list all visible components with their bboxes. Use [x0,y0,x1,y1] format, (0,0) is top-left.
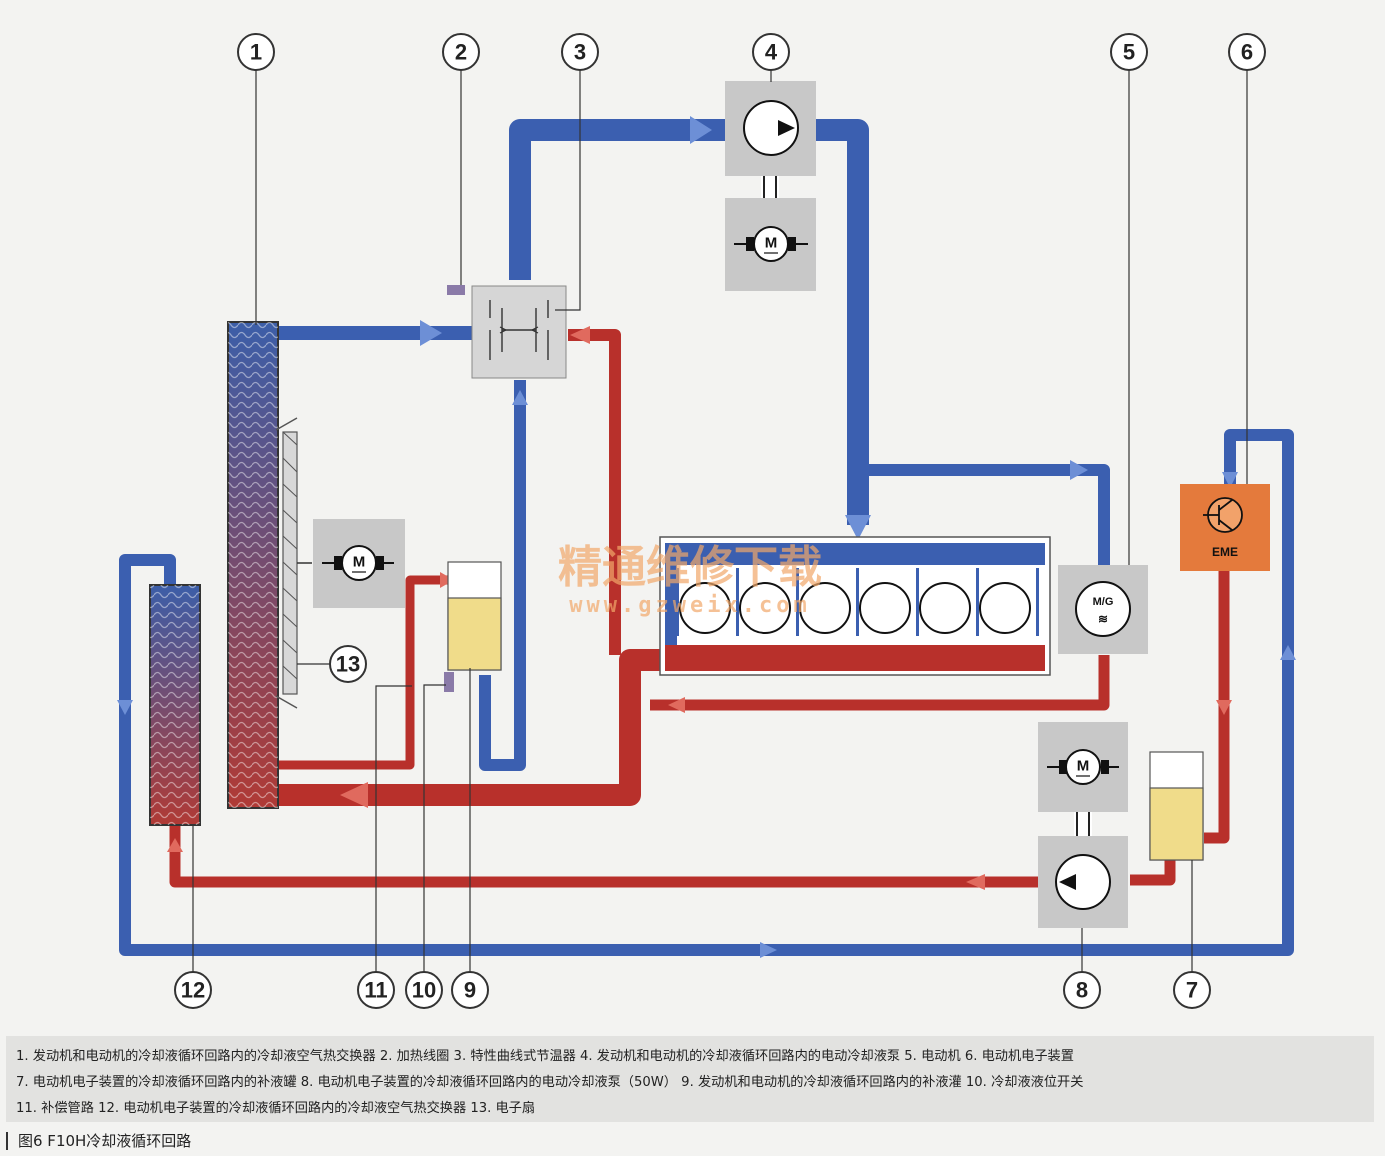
legend-line: 1. 发动机和电动机的冷却液循环回路内的冷却液空气热交换器 2. 加热线圈 3.… [16,1049,1074,1064]
svg-text:9: 9 [464,978,476,1003]
cooling-circuit-diagram: M M [117,33,1296,1009]
callout-3: 3 [561,33,599,71]
svg-text:12: 12 [181,978,205,1003]
electronics-expansion-tank [1149,751,1204,861]
motor-label: M [765,235,778,252]
eme-label: EME [1212,545,1238,559]
motor-icon: M [734,226,808,262]
caption-bar [6,1132,8,1150]
callout-leaders [192,70,1248,972]
callout-7: 7 [1173,971,1211,1009]
electric-motor-box: M/G ≋ [1058,565,1148,654]
callout-12: 12 [174,971,212,1009]
callout-2: 2 [442,33,480,71]
svg-text:10: 10 [412,978,436,1003]
watermark-url: www.gzweix.com [569,593,810,618]
callout-1: 1 [237,33,275,71]
figure-caption: 图6 F10H冷却液循环回路 [0,1126,1385,1156]
svg-text:4: 4 [765,40,778,65]
svg-text:6: 6 [1241,40,1253,65]
callout-4: 4 [752,33,790,71]
legend: 1. 发动机和电动机的冷却液循环回路内的冷却液空气热交换器 2. 加热线圈 3.… [6,1036,1374,1122]
callout-13: 13 [329,645,367,683]
svg-text:≋: ≋ [1098,612,1108,626]
legend-line: 7. 电动机电子装置的冷却液循环回路内的补液罐 8. 电动机电子装置的冷却液循环… [16,1075,1084,1090]
transistor-icon [1203,497,1243,533]
callout-8: 8 [1063,971,1101,1009]
fan-motor-box: M [313,519,405,608]
motor-label: M [1077,758,1090,775]
pump-icon [743,100,799,156]
svg-text:1: 1 [250,40,262,65]
electronics-pump-box: M [1038,722,1128,928]
engine-block [659,536,1051,676]
flow-arrows [117,116,1296,958]
svg-text:8: 8 [1076,978,1088,1003]
svg-text:7: 7 [1186,978,1198,1003]
motor-label: M [353,554,366,571]
svg-text:11: 11 [364,978,387,1003]
pump-icon [1055,854,1111,910]
svg-text:3: 3 [574,40,586,65]
motor-icon: M [322,545,394,581]
motor-icon: M [1047,749,1119,785]
electronics-radiator [149,584,201,826]
svg-text:13: 13 [336,652,360,677]
engine-expansion-tank [444,561,502,692]
engine-pump-box: M [725,81,816,291]
svg-text:5: 5 [1123,40,1135,65]
watermark-title: 精通维修下载 [558,542,822,593]
mg-label: M/G [1093,596,1114,608]
callout-5: 5 [1110,33,1148,71]
callout-9: 9 [451,971,489,1009]
legend-line: 11. 补偿管路 12. 电动机电子装置的冷却液循环回路内的冷却液空气热交换器 … [16,1101,536,1116]
cold-coolant-pipes [119,119,1294,956]
caption-text: 图6 F10H冷却液循环回路 [18,1132,192,1150]
fan-icon [275,417,298,709]
main-radiator [227,321,279,809]
callout-11: 11 [357,971,395,1009]
callout-10: 10 [405,971,443,1009]
callouts: 1 2 3 4 5 6 7 8 9 10 11 12 13 [174,33,1266,1009]
thermostat-box [447,285,567,379]
callout-6: 6 [1228,33,1266,71]
eme-box: EME [1180,484,1270,571]
svg-text:2: 2 [455,40,467,65]
